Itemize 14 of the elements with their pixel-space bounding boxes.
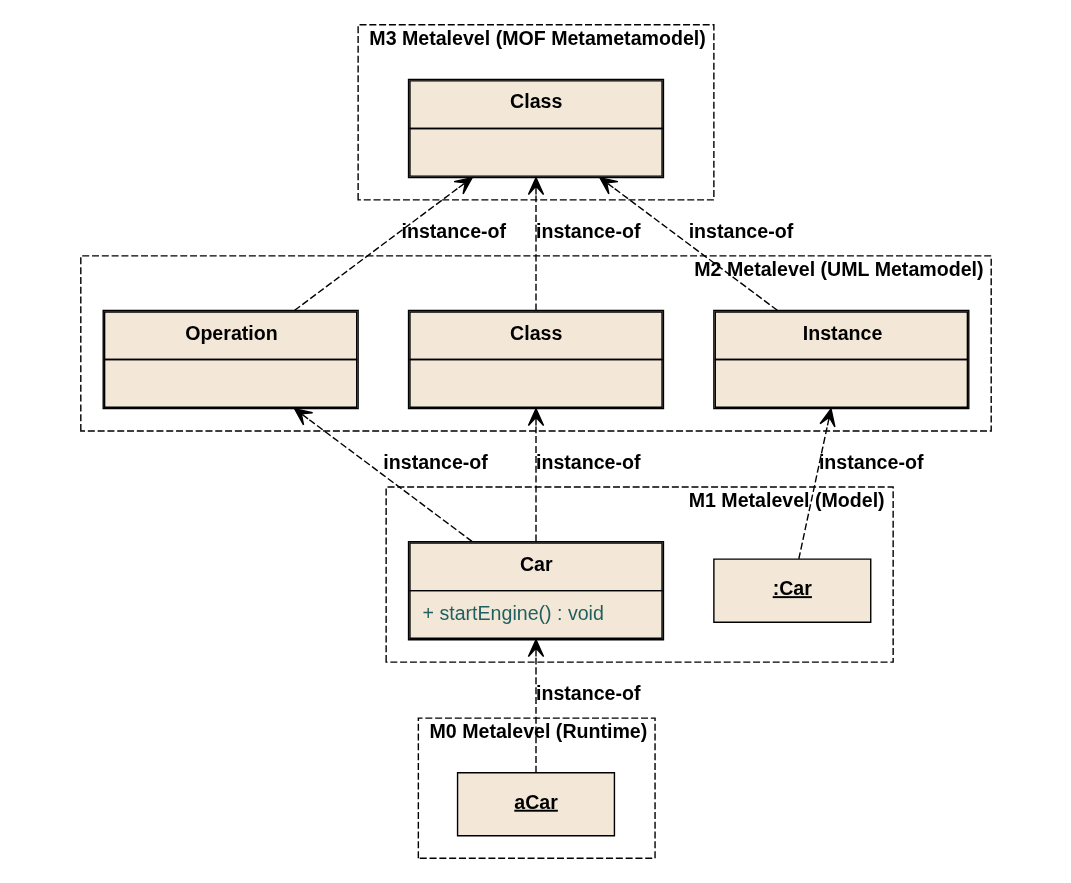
arrow [797,408,836,560]
edge-label: instance-of [818,451,923,474]
arrow [527,176,544,311]
edge-label: instance-of [401,219,506,242]
arrow [293,408,473,543]
arrow [527,408,544,543]
arrow [527,639,544,774]
edge-label: instance-of [535,682,641,705]
edge-label: instance-of [688,219,793,242]
arrow [598,176,778,311]
edge-label: instance-of [535,219,641,242]
edge-label: instance-of [535,451,641,474]
arrow [293,176,473,311]
edge-label: instance-of [382,451,488,474]
